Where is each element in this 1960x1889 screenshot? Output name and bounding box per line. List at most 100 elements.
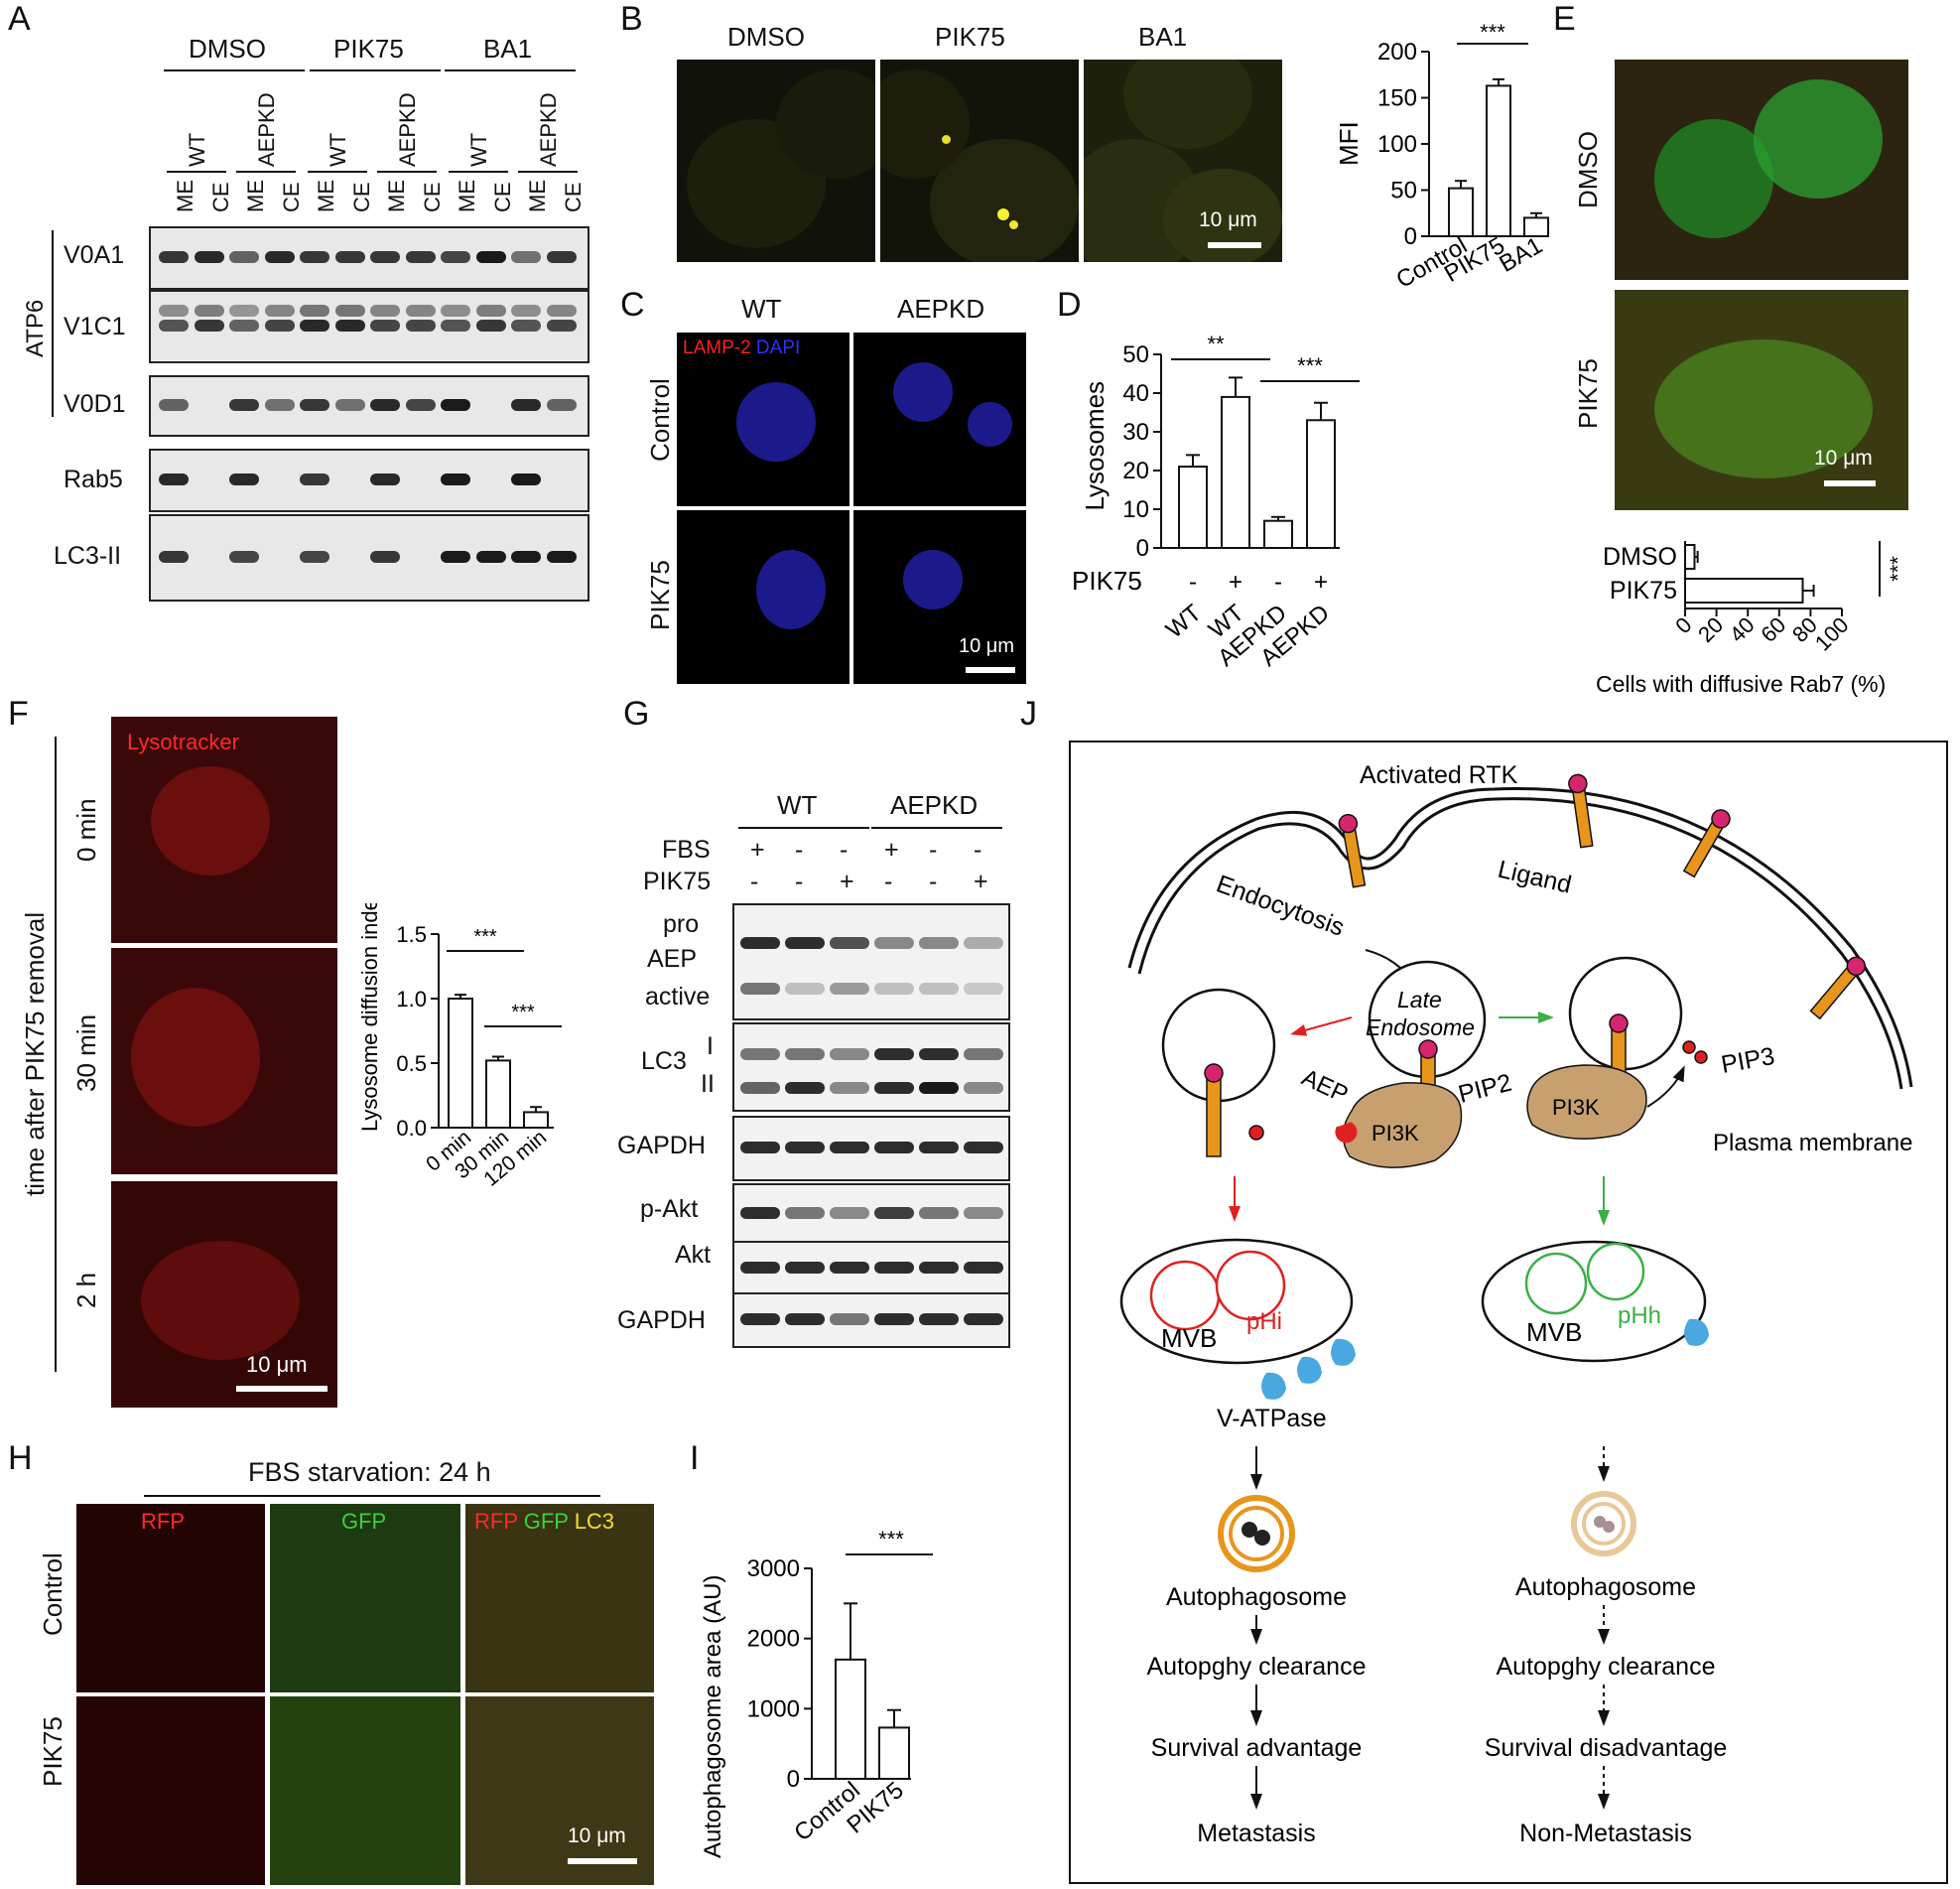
- mechanism-diagram: Activated RTKLigandEndocytosisLateEndoso…: [1069, 741, 1948, 1884]
- micrograph-2h: [109, 1179, 339, 1410]
- subgroup-label: WT: [185, 132, 209, 167]
- scale-label: 10 μm: [568, 1824, 626, 1847]
- band: [159, 251, 189, 263]
- band: [830, 1142, 869, 1153]
- fbs-sign: -: [929, 836, 938, 864]
- blot-akt: [732, 1241, 1010, 1296]
- micrograph-gfp-pik75: [268, 1694, 462, 1887]
- scale-bar: [1824, 480, 1876, 486]
- time-label: 2 h: [71, 1272, 101, 1308]
- panel-d-label: D: [1057, 286, 1082, 324]
- label-vatpase: V-ATPase: [1217, 1405, 1327, 1432]
- blot-lc3ii: [149, 514, 589, 602]
- aep-active: active: [645, 983, 711, 1011]
- rtk-receptor: [1809, 956, 1867, 1020]
- lane-label: CE: [348, 182, 374, 212]
- subgroup-label: WT: [326, 132, 350, 167]
- fbs-sign: -: [974, 836, 982, 864]
- significance: ***: [473, 926, 497, 948]
- intraluminal-vesicle: [1586, 1242, 1645, 1301]
- micrograph-ba1: [1082, 58, 1284, 264]
- micrograph-dmso: [1613, 58, 1910, 282]
- micrograph-rfp-pik75: [74, 1694, 267, 1887]
- panel-a-label: A: [8, 0, 31, 38]
- band: [830, 1313, 869, 1325]
- ligand-dot: [1711, 809, 1731, 829]
- x-tick-label: BA1: [1495, 232, 1547, 278]
- label-survival-left: Survival advantage: [1151, 1734, 1363, 1762]
- band: [830, 1207, 869, 1219]
- y-axis-label: Autophagosome area (AU): [700, 1575, 726, 1859]
- significance: ***: [511, 1002, 535, 1023]
- bar: [1486, 84, 1511, 237]
- micrograph-dmso: [675, 58, 877, 264]
- micrograph-0min: [109, 715, 339, 945]
- plasma-membrane-inner: [1137, 797, 1903, 1090]
- rtk-receptor: [1568, 773, 1594, 849]
- band: [511, 251, 541, 263]
- pik75-sign: -: [1274, 569, 1282, 596]
- scale-bar: [1208, 242, 1261, 248]
- band: [874, 936, 914, 949]
- band: [740, 1048, 780, 1061]
- pik-sign: -: [884, 868, 893, 895]
- lane-label: CE: [489, 182, 515, 212]
- blot-pakt: [732, 1183, 1010, 1245]
- y-axis-label: Lysosomes: [1080, 381, 1110, 511]
- ligand-dot: [1846, 956, 1867, 977]
- bar: [1263, 519, 1293, 549]
- band: [405, 251, 436, 263]
- y-tick-label: DMSO: [1603, 543, 1677, 571]
- band: [159, 473, 189, 485]
- row-title: DMSO: [1573, 131, 1603, 208]
- blot-v0d1: [149, 375, 589, 437]
- stain-label: Lysotracker: [127, 730, 239, 754]
- band: [785, 936, 825, 949]
- bar: [835, 1658, 866, 1780]
- row-rab5: Rab5: [64, 466, 123, 493]
- panel-b-label: B: [620, 0, 643, 38]
- stain-label: RFP: [141, 1509, 185, 1534]
- fbs-sign: +: [884, 836, 899, 864]
- lane-label: ME: [384, 180, 409, 212]
- y-tick-label: 0.5: [396, 1051, 427, 1076]
- group-aepkd: AEPKD: [890, 790, 979, 820]
- band: [229, 305, 259, 317]
- blot-rab5: [149, 449, 589, 512]
- band: [370, 399, 400, 411]
- subgroup-label: AEPKD: [395, 92, 420, 167]
- x-tick-label: 100: [1810, 612, 1854, 656]
- ligand-dot: [1568, 773, 1588, 794]
- band: [264, 251, 295, 263]
- scale-label: 10 μm: [1814, 447, 1873, 470]
- band: [159, 551, 189, 563]
- pi3k-blob: [1526, 1064, 1647, 1140]
- band: [370, 551, 400, 563]
- label-survival-right: Survival disadvantage: [1485, 1734, 1728, 1762]
- band: [874, 1048, 914, 1061]
- y-tick-label: 2000: [747, 1626, 800, 1653]
- band: [874, 1142, 914, 1153]
- time-axis-label: time after PIK75 removal: [20, 911, 50, 1196]
- band: [511, 305, 541, 317]
- band: [919, 1142, 959, 1153]
- band: [785, 1313, 825, 1325]
- row-title: PIK75: [38, 1716, 67, 1787]
- band: [740, 1313, 780, 1325]
- pik75-sign: +: [1314, 569, 1328, 596]
- band: [830, 982, 869, 995]
- fbs-sign: +: [750, 836, 765, 864]
- y-axis-label: MFI: [1334, 121, 1364, 166]
- intraluminal-vesicle: [1149, 1260, 1221, 1331]
- band: [919, 982, 959, 995]
- band: [964, 1082, 1003, 1095]
- band: [370, 320, 400, 332]
- band: [511, 399, 541, 411]
- band: [475, 305, 506, 317]
- band: [405, 305, 436, 317]
- band: [229, 251, 259, 263]
- label-phi: pHi: [1246, 1308, 1282, 1335]
- panel-i-label: I: [690, 1439, 700, 1477]
- y-tick-label: 1.0: [396, 987, 427, 1012]
